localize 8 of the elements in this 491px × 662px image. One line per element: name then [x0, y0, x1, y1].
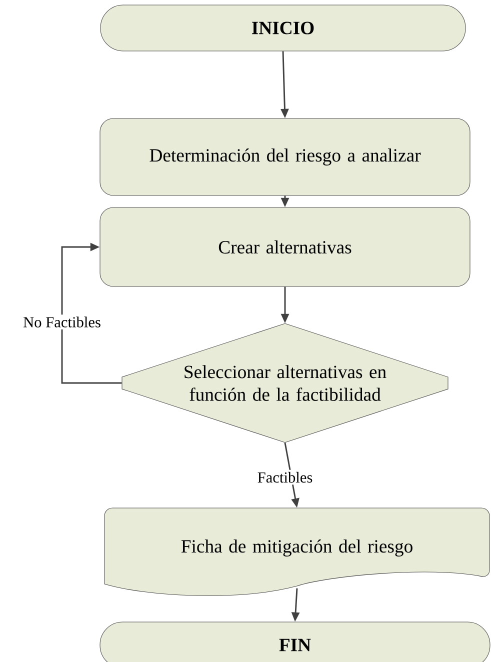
- process-box: Determinación del riesgo a analizar: [100, 118, 470, 196]
- terminal-box: INICIO: [100, 4, 466, 52]
- process-box: Crear alternativas: [100, 207, 470, 287]
- edge-label: No Factibles: [21, 314, 103, 330]
- arrow: [61, 242, 122, 384]
- edge-label: Factibles: [255, 470, 315, 485]
- terminal-box: FIN: [100, 622, 490, 662]
- document-box: Ficha de mitigación del riesgo: [104, 508, 490, 596]
